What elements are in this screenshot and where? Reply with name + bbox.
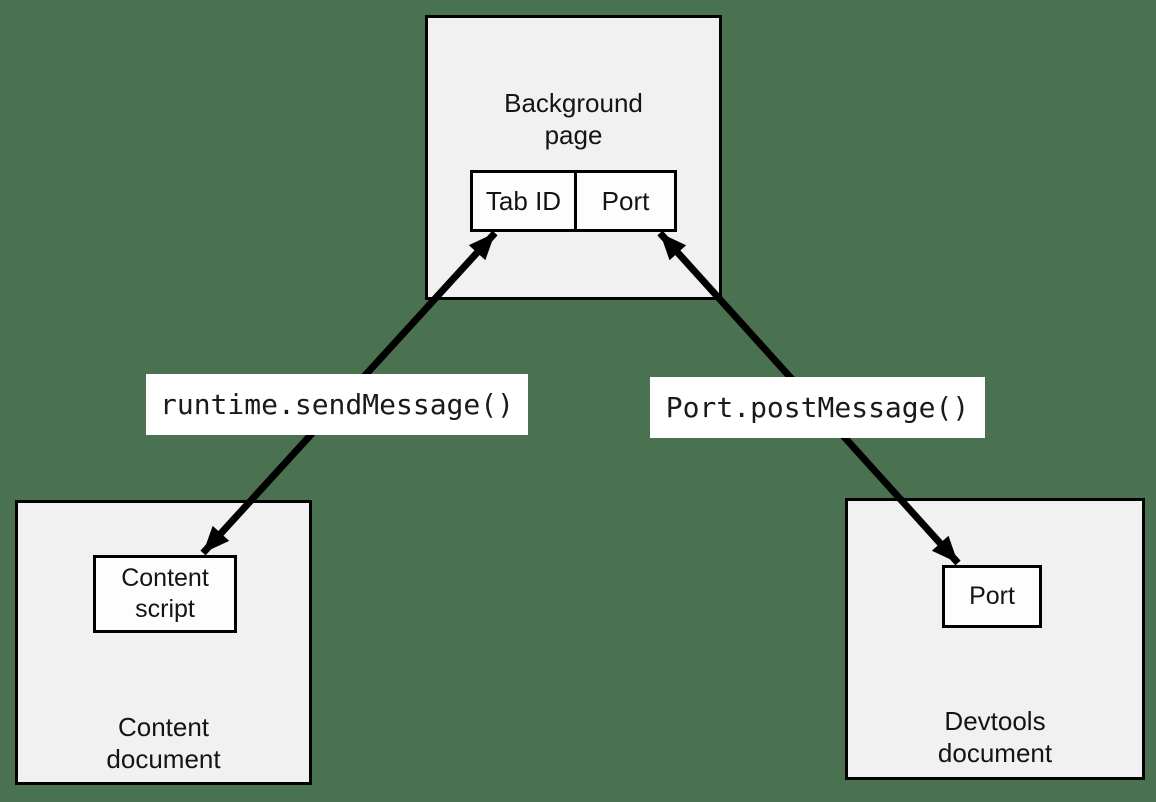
content-document-title: Content document — [106, 712, 221, 774]
devtools-document-box: Port Devtools document — [845, 498, 1145, 780]
runtime-sendmessage-label: runtime.sendMessage() — [146, 374, 528, 435]
background-page-title: Background page — [504, 88, 643, 150]
background-port-cell: Port — [601, 185, 650, 216]
tab-id-cell: Tab ID — [473, 173, 577, 229]
devtools-port-box: Port — [942, 565, 1042, 628]
background-page-box: Background page Tab ID Port — [425, 15, 722, 300]
content-script-box: Content script — [93, 555, 237, 633]
tabid-port-table: Tab ID Port — [470, 170, 677, 232]
content-document-box: Content script Content document — [15, 500, 312, 785]
port-postmessage-label: Port.postMessage() — [650, 377, 985, 438]
devtools-document-title: Devtools document — [937, 706, 1053, 768]
